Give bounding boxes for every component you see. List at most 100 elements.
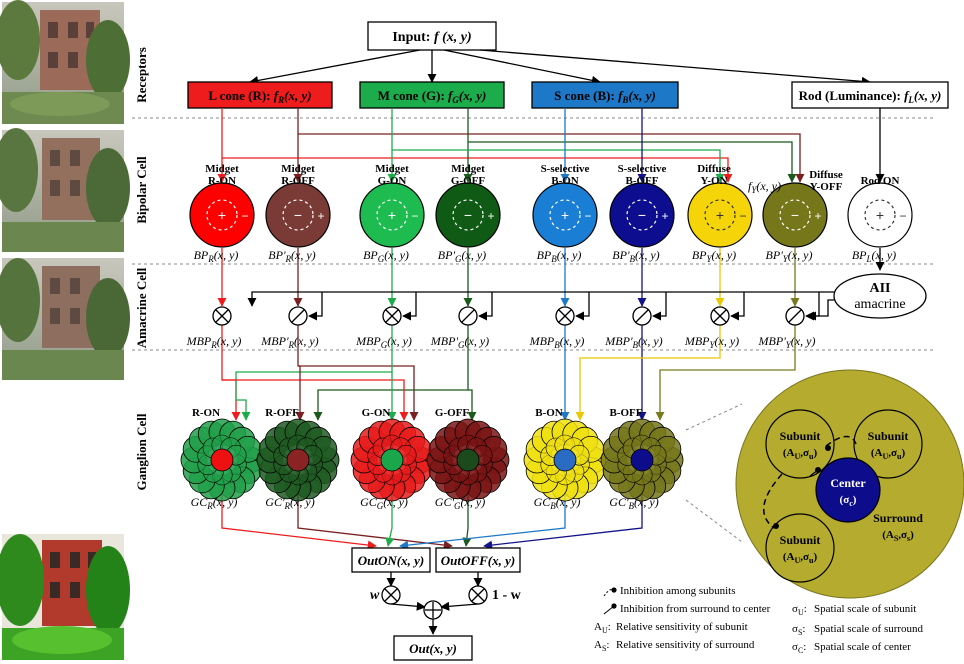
detail-subunit-params-1: (AU,σu) [783, 447, 818, 461]
ganglion-label-3: G-OFF [435, 407, 469, 419]
bipolar-center-3 [452, 199, 484, 231]
wire-gcg-off [462, 492, 472, 547]
bipolar-center-sign-3: − [464, 207, 472, 223]
wire-mr-to-g [222, 379, 409, 421]
bp-label-3: BP'G(x, y) [438, 248, 486, 264]
receptor-box-0 [187, 81, 333, 109]
aii-amacrine-type: amacrine [854, 297, 905, 312]
detail-subunit-params-3: (AU,σu) [783, 551, 818, 565]
ganglion-center-0 [210, 448, 234, 472]
wire-gcg-on [385, 492, 395, 547]
wire-mpr-to-roff [295, 365, 305, 421]
connection-wires [217, 108, 885, 550]
aii-drop-7 [805, 292, 820, 321]
ganglion-center-2 [380, 448, 404, 472]
aii-amacrine-name: AII [869, 281, 890, 296]
legend-right-1: Spatial scale of subunit [814, 603, 916, 615]
bipolar-surround-sign-0: − [241, 209, 248, 223]
detail-subunit-params-2: (AU,σu) [871, 447, 906, 461]
fy-label: fY(x, y) [748, 179, 781, 195]
bipolar-surround-sign-5: + [661, 209, 668, 223]
output-thumbnail [0, 534, 130, 660]
node-mark-a-1 [291, 309, 305, 323]
bipolar-center-2 [376, 199, 408, 231]
input-arrows [249, 49, 871, 86]
bipolar-name-3: G-OFF [451, 175, 485, 187]
ganglion-label-2: G-ON [362, 407, 391, 419]
detail-subunit-label-3: Subunit [780, 533, 821, 547]
bp-label-7: BP'Y(x, y) [766, 248, 813, 264]
aii-drop-2 [402, 292, 417, 321]
layer-label-amacrine: Amacrine Cell [134, 267, 149, 348]
bipolar-type-6: Diffuse [697, 163, 731, 175]
bipolar-cell-g-off [435, 182, 501, 248]
aii-to-y-off [807, 299, 834, 321]
legend-symbol-au: AU: [594, 621, 611, 635]
ganglion-label-1: R-OFF [265, 407, 299, 419]
bipolar-center-5 [626, 199, 658, 231]
bp-label-4: BPB(x, y) [537, 248, 582, 264]
bp-label-2: BPG(x, y) [363, 248, 409, 264]
mbp-label-4: MBPB(x, y) [529, 334, 585, 350]
bp-label-8: BPL(x, y) [852, 248, 896, 264]
ganglion-center-5 [630, 448, 654, 472]
scene-thumbnail-1 [0, 0, 130, 124]
bipolar-center-0 [206, 199, 238, 231]
layer-label-bipolar: Bipolar Cell [134, 156, 149, 224]
wire-mpy-down [655, 325, 796, 421]
out-on-label: OutON(x, y) [358, 553, 424, 568]
bipolar-cell-rod on [847, 182, 913, 248]
ganglion-center-3 [456, 448, 480, 472]
wire-g-to-y-on [392, 149, 725, 183]
bipolar-name-8: Rod ON [861, 175, 900, 187]
weight-1-minus-w: 1 - w [492, 588, 522, 603]
bipolar-center-8 [864, 199, 896, 231]
ganglion-cell-g-off [426, 418, 510, 502]
bipolar-surround-sign-1: + [317, 209, 324, 223]
bipolar-type-7: Diffuse [809, 169, 843, 181]
node-mark-a-5 [635, 309, 649, 323]
output-layer: OutON(x, y) OutOFF(x, y) w 1 - w Out(x, … [351, 547, 522, 661]
bipolar-name-7: Y-OFF [810, 181, 843, 193]
bipolar-cell-r-on [189, 182, 255, 248]
bipolar-center-sign-1: − [294, 207, 302, 223]
receptor-box-2 [531, 81, 679, 109]
node-mark-b-6 [713, 309, 727, 323]
bipolar-cell-g-on [359, 182, 425, 248]
bipolar-center-7 [779, 199, 811, 231]
bipolar-type-5: S-selective [618, 163, 667, 175]
bipolar-name-5: B-OFF [626, 175, 659, 187]
wire-mpr-down [297, 325, 419, 421]
ganglion-label-5: B-OFF [610, 407, 643, 419]
receptor-box-1 [359, 81, 505, 109]
receptor-label-3: Rod (Luminance): fL(x, y) [799, 88, 942, 105]
out-final-box [393, 635, 473, 661]
mbp-label-0: MBPR(x, y) [186, 334, 242, 350]
layer-label-receptors: Receptors [134, 47, 149, 103]
ganglion-label-4: B-ON [535, 407, 563, 419]
bipolar-center-6 [704, 199, 736, 231]
legend-item-1: Inhibition among subunits [620, 585, 736, 597]
detail-subunit-label-2: Subunit [868, 429, 909, 443]
node-mark-b-0 [215, 309, 229, 323]
mbp-label-3: MBP'G(x, y) [430, 334, 489, 350]
legend-item-2: Inhibition from surround to center [620, 603, 771, 615]
aii-inhibit-bus [247, 291, 834, 307]
bipolar-cell-r-off [265, 182, 331, 248]
bipolar-center-sign-8: + [876, 207, 884, 223]
detail-surround-label: Surround [873, 511, 923, 525]
ganglion-cell-r-on [180, 418, 264, 502]
wire-mg-down [235, 325, 393, 421]
input-label: Input: f (x, y) [392, 30, 471, 45]
bipolar-name-1: R-OFF [281, 175, 315, 187]
wire-mpg-down [313, 325, 469, 421]
bipolar-name-2: G-ON [378, 175, 407, 187]
surround-detail-panel: Subunit (AU,σu) Subunit (AU,σu) Subunit … [685, 369, 964, 599]
bipolar-center-sign-6: + [716, 207, 724, 223]
bipolar-surround-sign-4: − [584, 209, 591, 223]
bipolar-center-sign-4: + [561, 207, 569, 223]
gc-label-5: GC'B(x, y) [609, 495, 658, 511]
scene-thumbnail-3 [0, 258, 130, 380]
legend-right-3: Spatial scale of center [814, 641, 911, 653]
